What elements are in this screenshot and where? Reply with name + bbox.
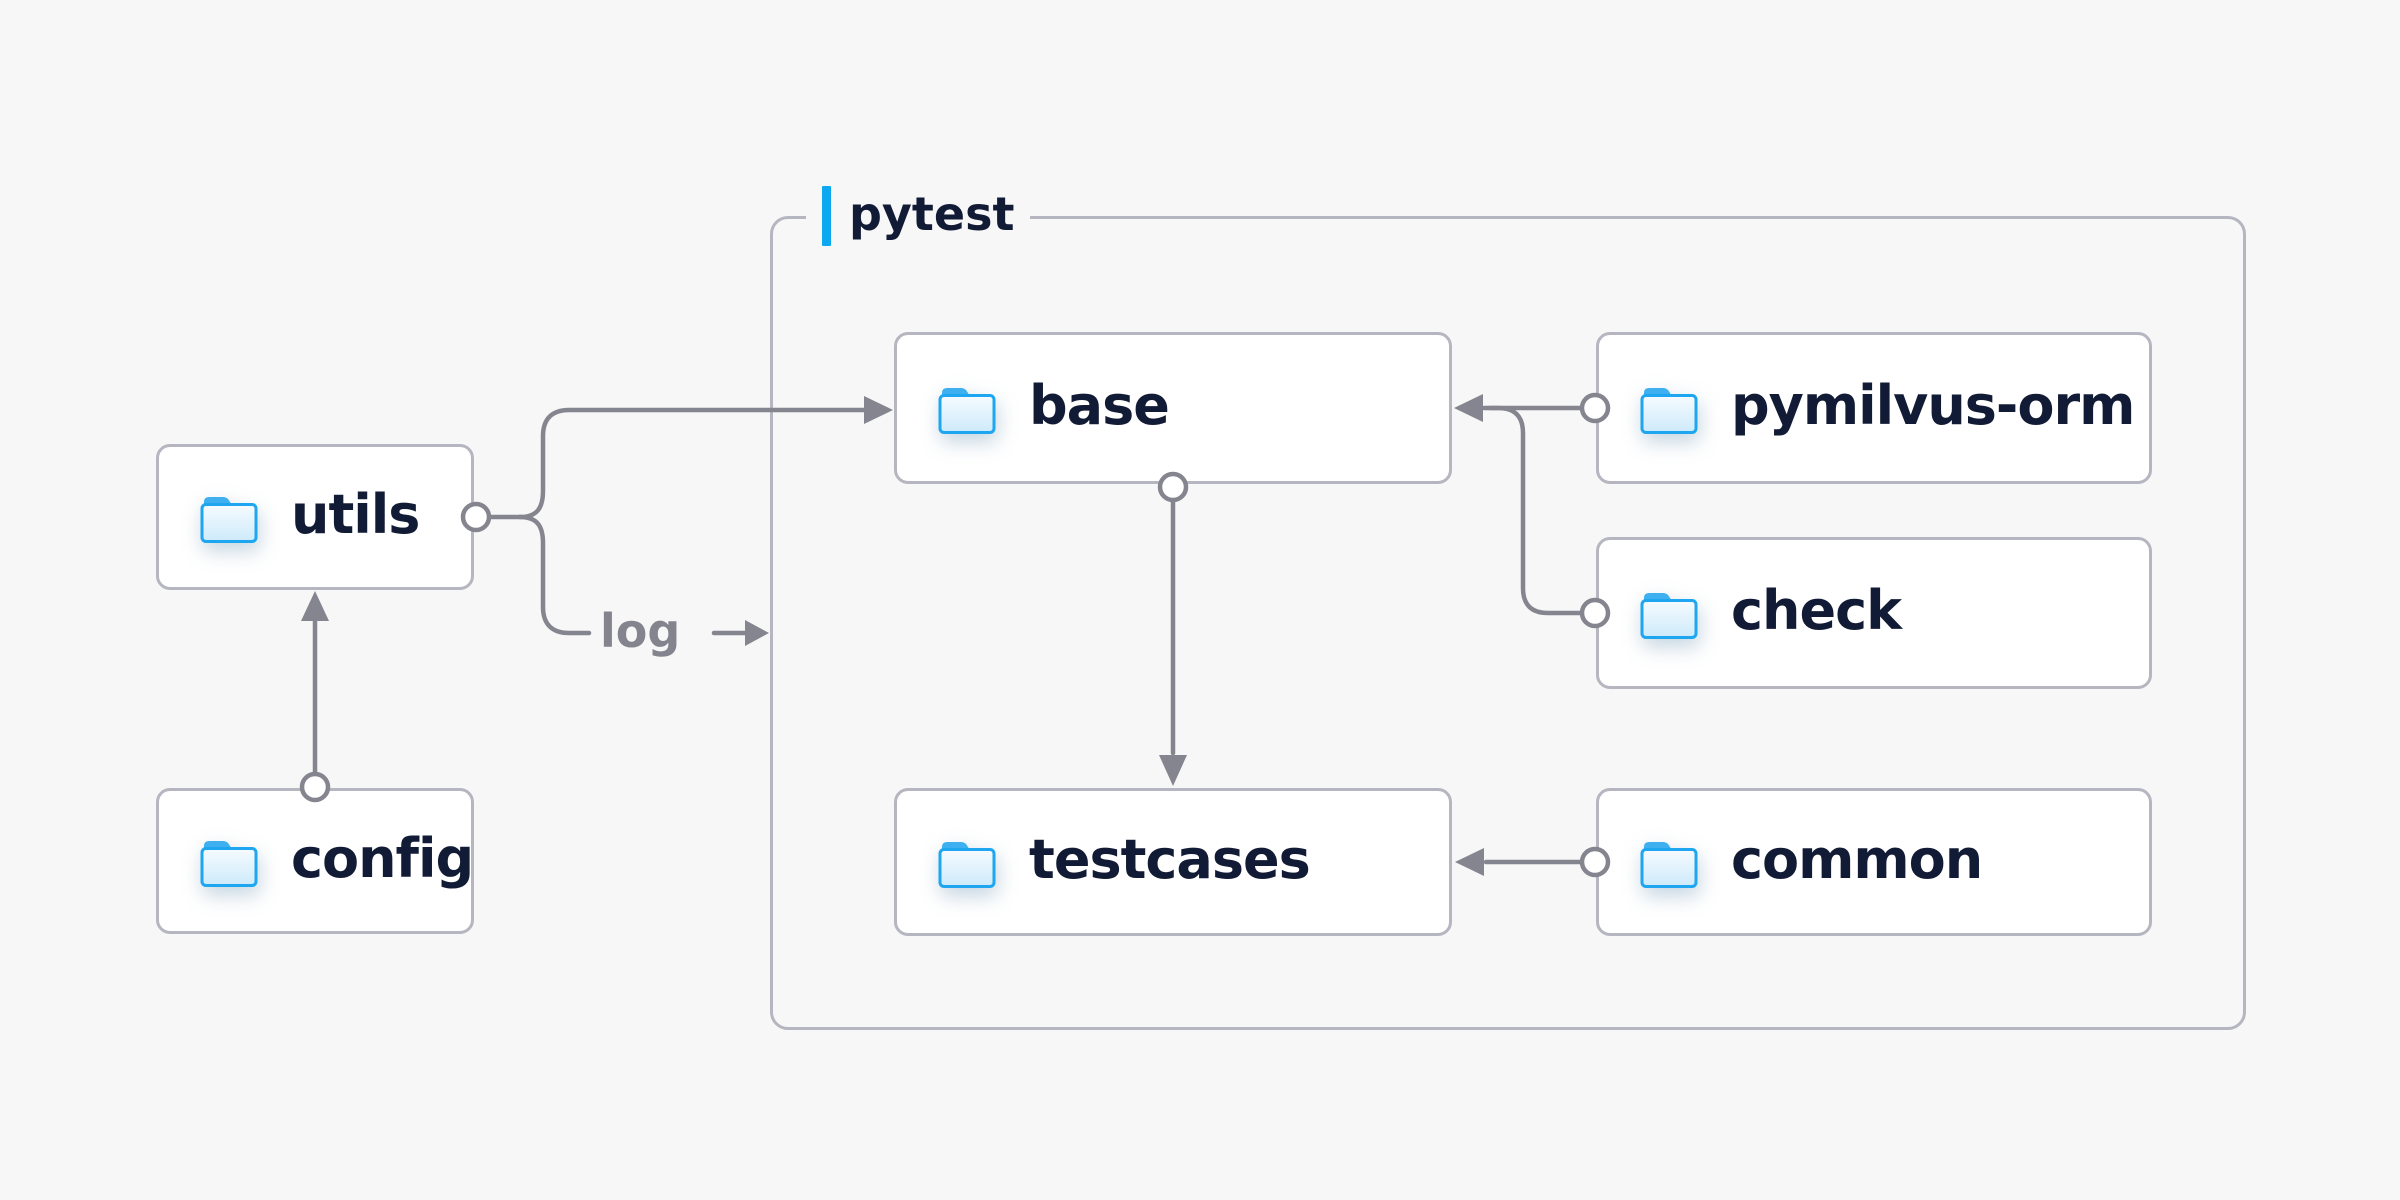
node-common: common — [1596, 788, 2152, 936]
node-label: utils — [291, 482, 420, 546]
edge-label-log: log — [600, 604, 681, 658]
folder-icon — [938, 388, 996, 434]
node-label: common — [1731, 827, 1983, 891]
node-label: config — [291, 826, 474, 890]
node-config: config — [156, 788, 474, 934]
folder-icon — [1640, 593, 1698, 639]
pytest-container-label: pytest — [806, 184, 1031, 248]
pytest-label-text: pytest — [849, 187, 1015, 241]
folder-icon — [200, 497, 258, 543]
label-accent-bar — [822, 186, 831, 246]
node-base: base — [894, 332, 1452, 484]
folder-icon — [1640, 842, 1698, 888]
node-label: pymilvus-orm — [1731, 373, 2135, 437]
pytest-container — [770, 216, 2246, 1030]
node-label: base — [1029, 373, 1170, 437]
arrowhead-log — [745, 620, 769, 646]
node-testcases: testcases — [894, 788, 1452, 936]
folder-icon — [1640, 388, 1698, 434]
node-pymilvus-orm: pymilvus-orm — [1596, 332, 2152, 484]
edge-utils-log-line — [517, 514, 592, 636]
folder-icon — [200, 841, 258, 887]
node-label: check — [1731, 578, 1902, 642]
node-check: check — [1596, 537, 2152, 689]
arrowhead-into-utils — [301, 591, 329, 621]
folder-icon — [938, 842, 996, 888]
node-utils: utils — [156, 444, 474, 590]
node-label: testcases — [1029, 827, 1311, 891]
